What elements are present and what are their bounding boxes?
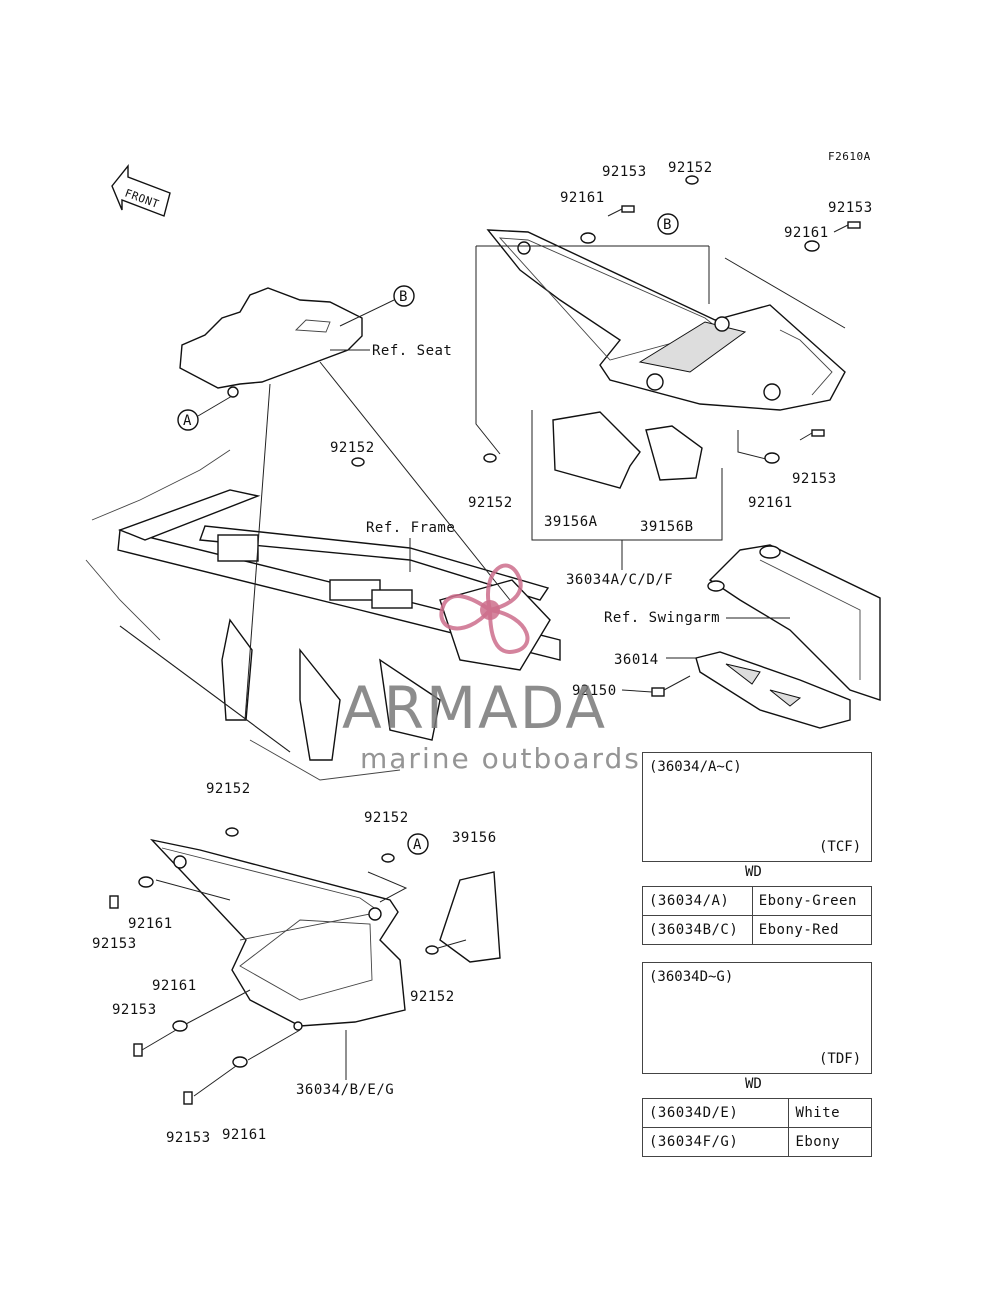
- svg-text:A: A: [183, 413, 192, 429]
- part-label: 92153: [828, 200, 873, 216]
- color-name-cell: White: [788, 1098, 872, 1128]
- part-label: 92150: [572, 683, 617, 699]
- washer-icon: [351, 457, 365, 467]
- wd-label: WD: [745, 864, 762, 880]
- color-row: (36034/A)Ebony-Green: [642, 886, 873, 916]
- part-label: 92161: [152, 978, 197, 994]
- color-name-cell: Ebony-Red: [751, 915, 873, 945]
- color-table-2: (36034D/E)White(36034F/G)Ebony: [641, 1098, 872, 1157]
- bolt-icon: [607, 205, 635, 217]
- part-label: 92153: [112, 1002, 157, 1018]
- washer-icon: [685, 175, 699, 185]
- upper-right-side-cover: [486, 229, 846, 411]
- nut-icon: [138, 876, 154, 888]
- inner-panel-39156a: [552, 411, 641, 489]
- ref-swingarm-label: Ref. Swingarm: [604, 610, 720, 626]
- ref-frame-label: Ref. Frame: [366, 520, 455, 536]
- chain-guard-36014: [695, 651, 851, 729]
- part-label: 36034A/C/D/F: [566, 572, 673, 588]
- washer-icon: [483, 453, 497, 463]
- callout-a: A: [407, 833, 429, 855]
- washer-icon: [425, 945, 439, 955]
- color-row: (36034D/E)White: [641, 1098, 872, 1128]
- watermark-subtitle: marine outboards: [360, 742, 641, 775]
- swingarm: [707, 544, 881, 701]
- variant-box-tdf: (36034D~G) (TDF): [642, 962, 872, 1074]
- part-code-cell: (36034B/C): [642, 915, 753, 945]
- front-arrow-icon: FRONT: [111, 164, 171, 217]
- svg-text:A: A: [413, 837, 422, 853]
- svg-text:B: B: [399, 289, 408, 305]
- svg-text:B: B: [663, 217, 672, 233]
- color-row: (36034F/G)Ebony: [641, 1127, 872, 1157]
- part-label: 36034/B/E/G: [296, 1082, 394, 1098]
- bolt-icon: [799, 429, 825, 441]
- nut-icon: [232, 1056, 248, 1068]
- washer-icon: [381, 853, 395, 863]
- part-label: 92152: [410, 989, 455, 1005]
- bolt-icon: [109, 895, 119, 909]
- watermark-title: ARMADA: [342, 674, 608, 742]
- variant-box-title: (36034/A~C): [649, 759, 742, 775]
- nut-icon: [172, 1020, 188, 1032]
- nut-icon: [580, 232, 596, 244]
- panel-39156: [439, 871, 501, 963]
- variant-box-title: (36034D~G): [649, 969, 734, 985]
- color-row: (36034B/C)Ebony-Red: [642, 915, 873, 945]
- part-label: 36014: [614, 652, 659, 668]
- bolt-icon: [651, 687, 665, 697]
- bolt-icon: [183, 1091, 193, 1105]
- callout-b: B: [657, 213, 679, 235]
- part-label: 39156: [452, 830, 497, 846]
- color-table-1: (36034/A)Ebony-Green(36034B/C)Ebony-Red: [642, 886, 873, 945]
- nut-icon: [804, 240, 820, 252]
- figure-code: F2610A: [828, 150, 871, 163]
- part-label: 92152: [668, 160, 713, 176]
- bolt-icon: [833, 221, 861, 233]
- part-label: 92153: [792, 471, 837, 487]
- color-name-cell: Ebony-Green: [751, 886, 873, 916]
- part-label: 92152: [468, 495, 513, 511]
- callout-b: B: [393, 285, 415, 307]
- wd-label: WD: [745, 1076, 762, 1092]
- part-label: 92161: [748, 495, 793, 511]
- bolt-icon: [133, 1043, 143, 1057]
- watermark-logo: [420, 540, 560, 680]
- seat-bracket: [179, 287, 363, 398]
- inner-panel-39156b: [645, 425, 703, 481]
- part-code-cell: (36034/A): [642, 886, 753, 916]
- part-label: 92153: [92, 936, 137, 952]
- lower-left-side-cover: [149, 838, 406, 1031]
- part-code-cell: (36034F/G): [641, 1127, 790, 1157]
- color-name-cell: Ebony: [788, 1127, 872, 1157]
- part-label: 92152: [364, 810, 409, 826]
- propeller-icon: [439, 563, 530, 655]
- part-label: 92161: [560, 190, 605, 206]
- part-label: 92152: [330, 440, 375, 456]
- nut-icon: [764, 452, 780, 464]
- part-code-cell: (36034D/E): [641, 1098, 790, 1128]
- part-label: 92153: [602, 164, 647, 180]
- part-label: 39156A: [544, 514, 598, 530]
- part-label: 92161: [784, 225, 829, 241]
- variant-box-tag: (TDF): [819, 1051, 862, 1067]
- variant-box-tag: (TCF): [819, 839, 862, 855]
- washer-icon: [225, 827, 239, 837]
- ref-seat-label: Ref. Seat: [372, 343, 452, 359]
- part-label: 92152: [206, 781, 251, 797]
- part-label: 92161: [222, 1127, 267, 1143]
- part-label: 92161: [128, 916, 173, 932]
- part-label: 39156B: [640, 519, 694, 535]
- callout-a: A: [177, 409, 199, 431]
- part-label: 92153: [166, 1130, 211, 1146]
- variant-box-tcf: (36034/A~C) (TCF): [642, 752, 872, 862]
